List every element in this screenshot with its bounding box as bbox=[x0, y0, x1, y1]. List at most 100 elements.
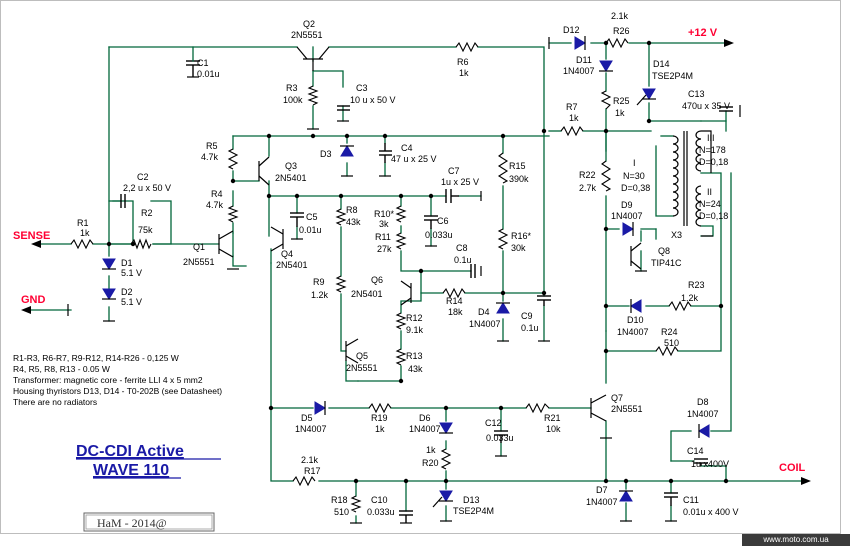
resistors bbox=[70, 37, 692, 513]
c14-name: C14 bbox=[687, 446, 704, 456]
d3-name: D3 bbox=[320, 149, 332, 159]
q5-name: Q5 bbox=[356, 351, 368, 361]
resistor-r14 bbox=[442, 287, 466, 299]
r18-value: 510 bbox=[334, 507, 349, 517]
resistor-r2 bbox=[130, 238, 152, 250]
resistor-r20 bbox=[440, 448, 452, 470]
r1-value: 1k bbox=[80, 228, 90, 238]
transistor-q3 bbox=[258, 156, 270, 186]
resistor-r11 bbox=[395, 232, 407, 250]
transistor-q2 bbox=[296, 46, 330, 71]
r19-name: R19 bbox=[371, 413, 388, 423]
resistor-r24 bbox=[655, 345, 679, 357]
resistor-r18 bbox=[350, 495, 362, 513]
r22-name: R22 bbox=[579, 170, 596, 180]
r16-name: R16* bbox=[511, 231, 532, 241]
d9-value: 1N4007 bbox=[611, 211, 643, 221]
diode-d5 bbox=[314, 401, 326, 415]
capacitor-c14 bbox=[670, 458, 708, 466]
resistor-r6 bbox=[455, 41, 479, 53]
r26-value: 2.1k bbox=[611, 11, 629, 21]
capacitor-c13 bbox=[719, 106, 733, 112]
r2-name: R2 bbox=[141, 208, 153, 218]
c9-name: C9 bbox=[521, 311, 533, 321]
r9-value: 1.2k bbox=[311, 290, 329, 300]
c4-value: 47 u x 25 V bbox=[391, 154, 437, 164]
capacitor-c11 bbox=[664, 492, 678, 506]
resistor-r16 bbox=[497, 228, 509, 250]
r21-value: 10k bbox=[546, 424, 561, 434]
capacitor-c7 bbox=[445, 189, 459, 203]
d13-name: D13 bbox=[463, 495, 480, 505]
q4-name: Q4 bbox=[281, 249, 293, 259]
resistor-r3 bbox=[307, 85, 319, 106]
r14-value: 18k bbox=[448, 307, 463, 317]
c12-name: C12 bbox=[485, 418, 502, 428]
r6-value: 1k bbox=[459, 68, 469, 78]
d2-value: 5.1 V bbox=[121, 297, 142, 307]
r8-name: R8 bbox=[346, 205, 358, 215]
resistor-r9 bbox=[335, 275, 347, 293]
r12-value: 9.1k bbox=[406, 325, 424, 335]
capacitor-c3 bbox=[337, 105, 350, 111]
r4-value: 4.7k bbox=[206, 200, 224, 210]
resistor-r21 bbox=[525, 402, 550, 414]
resistor-r23 bbox=[668, 300, 692, 312]
winding1-wire: D=0,38 bbox=[621, 183, 650, 193]
winding1-name: I bbox=[633, 158, 636, 168]
q6-name: Q6 bbox=[371, 275, 383, 285]
r2-value: 75k bbox=[138, 225, 153, 235]
r4-name: R4 bbox=[211, 189, 223, 199]
r22-value: 2.7k bbox=[579, 183, 597, 193]
d5-name: D5 bbox=[301, 413, 313, 423]
winding1-turns: N=30 bbox=[623, 171, 645, 181]
thyristor-d13 bbox=[432, 490, 453, 508]
capacitor-c1 bbox=[186, 46, 200, 77]
terminal-arrows bbox=[21, 37, 811, 485]
r1-name: R1 bbox=[77, 218, 89, 228]
copyright-box: HaM - 2014@ bbox=[83, 512, 215, 532]
c11-value: 0.01u x 400 V bbox=[683, 507, 739, 517]
resistor-r19 bbox=[368, 402, 392, 414]
d1-name: D1 bbox=[121, 258, 133, 268]
r25-value: 1k bbox=[615, 108, 625, 118]
c1-value: 0.01u bbox=[197, 69, 220, 79]
q1-value: 2N5551 bbox=[183, 257, 215, 267]
resistor-r26 bbox=[605, 37, 629, 49]
coil-arrow-icon bbox=[801, 477, 811, 485]
note-line-2: R4, R5, R8, R13 - 0.05 W bbox=[13, 364, 110, 374]
r6-name: R6 bbox=[457, 57, 469, 67]
transistor-q4 bbox=[270, 226, 284, 252]
r3-value: 100k bbox=[283, 95, 303, 105]
r23-value: 1.2k bbox=[681, 293, 699, 303]
c6-value: 0.033u bbox=[425, 230, 453, 240]
r24-value: 510 bbox=[664, 338, 679, 348]
resistor-r15 bbox=[497, 152, 509, 184]
sense-label: SENSE bbox=[13, 230, 50, 242]
transformer-x3 bbox=[672, 130, 712, 227]
r17-name: R17 bbox=[304, 466, 321, 476]
diode-d9 bbox=[622, 222, 634, 236]
r13-value: 43k bbox=[408, 364, 423, 374]
diode-d6 bbox=[439, 422, 453, 434]
resistor-r22 bbox=[600, 160, 612, 192]
note-line-3: Transformer: magnetic core - ferrite LLI… bbox=[13, 375, 203, 385]
component-labels: R1 1k C2 2,2 u x 50 V R2 75k D1 5.1 V D2… bbox=[77, 11, 739, 517]
c3-value: 10 u x 50 V bbox=[350, 95, 396, 105]
r21-name: R21 bbox=[544, 413, 561, 423]
c13-value: 470u x 35 V bbox=[682, 101, 730, 111]
c12-value: 0.033u bbox=[486, 433, 514, 443]
winding3-wire: D=0,18 bbox=[699, 157, 728, 167]
winding3-turns: N=178 bbox=[699, 145, 726, 155]
d8-value: 1N4007 bbox=[687, 409, 719, 419]
transistor-q7 bbox=[590, 394, 607, 422]
q7-name: Q7 bbox=[611, 393, 623, 403]
winding2-wire: D=0,18 bbox=[699, 211, 728, 221]
d5-value: 1N4007 bbox=[295, 424, 327, 434]
c8-value: 0.1u bbox=[454, 255, 472, 265]
d10-value: 1N4007 bbox=[617, 327, 649, 337]
r7-name: R7 bbox=[566, 102, 578, 112]
note-line-4: Housing thyristors D13, D14 - T0-202B (s… bbox=[13, 386, 222, 396]
r11-name: R11 bbox=[375, 232, 391, 242]
d4-value: 1N4007 bbox=[469, 319, 501, 329]
